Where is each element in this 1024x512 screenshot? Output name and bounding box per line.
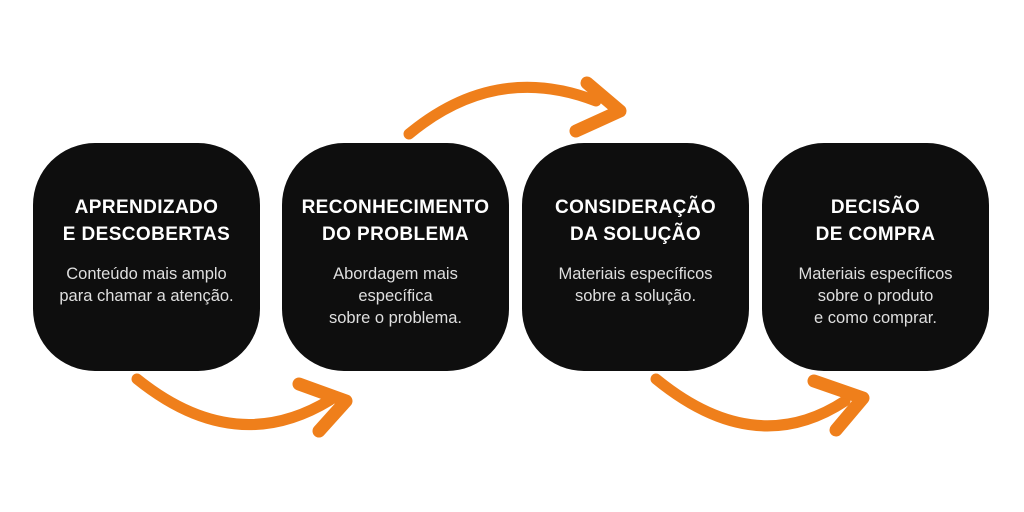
stage-card-reconhecimento: RECONHECIMENTO DO PROBLEMA Abordagem mai… [282,143,509,371]
stage-card-decisao: DECISÃO DE COMPRA Materiais específicos … [762,143,989,371]
stage-title: DECISÃO DE COMPRA [815,197,936,245]
stage-title: CONSIDERAÇÃO DA SOLUÇÃO [554,197,717,245]
stage-description: Abordagem mais específica sobre o proble… [329,265,462,327]
stage-description: Conteúdo mais amplo para chamar a atençã… [59,265,234,305]
stage-card-consideracao: CONSIDERAÇÃO DA SOLUÇÃO Materiais especí… [522,143,749,371]
stage-title: APRENDIZADO E DESCOBERTAS [62,197,231,245]
stage-description: Materiais específicos sobre o produto e … [798,265,953,327]
arrow-stage2-to-stage3-icon [403,76,627,140]
arrow-stage1-to-stage2-icon [131,373,353,438]
stage-title: RECONHECIMENTO DO PROBLEMA [301,197,490,245]
stage-card-aprendizado: APRENDIZADO E DESCOBERTAS Conteúdo mais … [33,143,260,371]
stage-description: Materiais específicos sobre a solução. [558,265,713,305]
arrow-stage3-to-stage4-icon [650,373,870,437]
